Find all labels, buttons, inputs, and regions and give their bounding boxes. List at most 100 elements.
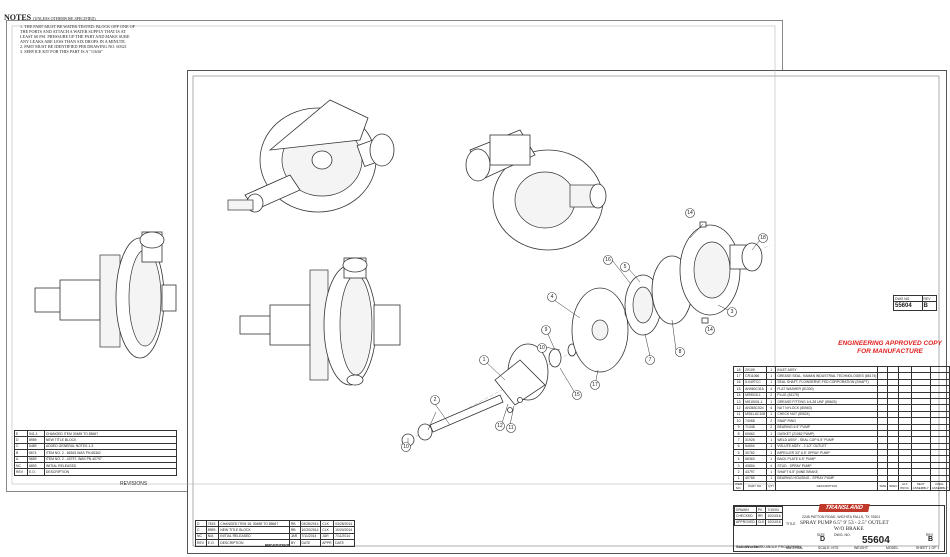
revisions-bottom-title: REVISIONS (265, 543, 290, 548)
bom-cell: 4 (766, 404, 777, 412)
bom-cell (929, 455, 950, 463)
back-inner-border (11, 25, 776, 485)
bom-cell: 1 (766, 468, 777, 476)
revision-row-cell: A (14, 455, 28, 463)
bom-cell (887, 391, 900, 399)
bom-cell: 1 (766, 372, 777, 380)
bom-cell (887, 378, 900, 387)
rev-value: B (928, 536, 934, 543)
front-inner-border (192, 75, 940, 547)
balloon: 2 (430, 395, 440, 405)
bom-cell (929, 461, 950, 470)
revision-row-cell: B (14, 449, 28, 457)
bom-cell: BEARING HOUSING - SPRAY PUMP (775, 474, 879, 483)
company-name: TRANSLAND (824, 505, 864, 511)
revision-row-cell: DATE (333, 539, 355, 547)
model-label: MODEL (886, 546, 899, 550)
bom-header-cell: PART NO. (743, 481, 768, 492)
bom-cell (887, 449, 900, 457)
weight-label: WEIGHT (854, 546, 868, 550)
bom-cell (887, 468, 900, 476)
bom-cell: PLUG (81175) (775, 391, 879, 399)
side-view-pump-left (34, 231, 177, 359)
bom-cell: 4 (766, 461, 777, 470)
svg-text:7: 7 (649, 357, 652, 363)
svg-text:17: 17 (592, 382, 598, 388)
svg-text:8: 8 (679, 349, 682, 355)
bom-cell: 1 (766, 429, 777, 438)
bom-cell: 12 (732, 404, 745, 412)
bom-cell: FLAT WASHER (81330) (775, 385, 879, 393)
dwg-no-value: 55604 (862, 535, 890, 546)
bom-cell: 16 (732, 378, 745, 387)
bom-cell (887, 461, 900, 470)
balloon: 17 (590, 380, 600, 390)
bom-header-cell: ALT. PROC. (898, 481, 912, 492)
note-line: 1. THE PART MUST BE WATER TESTED: BLOCK … (20, 24, 135, 29)
svg-text:11: 11 (508, 425, 513, 431)
svg-text:2: 2 (434, 397, 437, 403)
note-line: ANY LEAKS ARE LESS THAN SIX DROPS IN A M… (20, 39, 126, 44)
bom-cell: 2 (766, 423, 777, 431)
iso-view-assembled-2 (465, 129, 607, 251)
balloon: 10 (537, 343, 547, 353)
title-label: TITLE (786, 522, 796, 526)
dwg-stamp-rev: B (921, 301, 938, 312)
bom-cell (929, 468, 950, 476)
revision-row-cell: ITEM NO. 2 - 66363 WAS PN 66362 (43, 449, 178, 457)
svg-text:14: 14 (687, 210, 693, 216)
svg-text:14: 14 (707, 327, 713, 333)
bom-cell: 2 (766, 417, 777, 425)
bom-cell (929, 410, 950, 419)
company-logo: TRANSLAND (818, 504, 870, 512)
bom-cell: STUD - SPRAY PUMP (775, 461, 879, 470)
revision-row-cell: DESCRIPTION (43, 468, 178, 476)
iso-view-assembled-1 (227, 99, 395, 213)
svg-text:4: 4 (551, 294, 554, 300)
bom-cell: 1 (766, 474, 777, 483)
bom-cell: SEAL SHAFT, FLOWSERVE FSD CORPORATION (S… (775, 378, 879, 387)
dwg-no-label: DWG. NO. (834, 533, 851, 537)
bom-cell: BACK PLATE 6.5" PUMP (775, 455, 879, 463)
size-value: D (820, 536, 826, 543)
bom-cell (887, 474, 900, 483)
bom-header-cell: FINAL ASSEMBLY (929, 481, 950, 492)
svg-text:16: 16 (605, 257, 611, 263)
bom-cell (887, 397, 900, 406)
bom-cell: VOLUTE ASSY - 2 1/2" OUTLET (775, 442, 879, 451)
bom-cell (929, 429, 950, 438)
projection-label: THIRD ANGLE PROJECTION (754, 545, 801, 549)
title-line-1: SPRAY PUMP 6.5" 9' 53 - 2.5" OUTLET (800, 520, 889, 526)
bom-cell: 1 (766, 365, 777, 374)
bom-cell: GREASE FITTING 1/4-28 UNF (85603) (775, 397, 879, 406)
bom-cell: GASKET (21062 PUMP) (775, 429, 879, 438)
exploded-view (399, 221, 771, 447)
svg-text:9: 9 (545, 327, 548, 333)
balloon: 3 (727, 307, 737, 317)
side-view-pump-front (239, 257, 401, 386)
bom-cell: GREASE SEAL, KAMAN INDUSTRIAL TECHNOLOGI… (775, 372, 879, 380)
bom-cell: 13 (732, 397, 745, 406)
bom-cell: 14 (732, 391, 745, 399)
bom-header-cell: SIZE (877, 481, 889, 492)
balloon: 11 (506, 423, 516, 433)
bom-cell (929, 365, 950, 374)
svg-text:1: 1 (483, 357, 486, 363)
bom-cell (929, 442, 950, 451)
revision-row-cell: APPR (320, 539, 335, 547)
bom-cell (887, 423, 900, 431)
revision-row-cell: D (14, 436, 28, 444)
bom-cell: 11 (732, 410, 745, 419)
